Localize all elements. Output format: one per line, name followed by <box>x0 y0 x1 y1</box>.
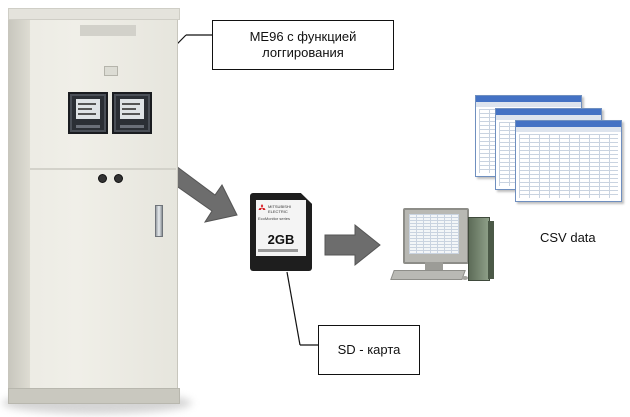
power-meter-left <box>68 92 108 134</box>
cabinet-base <box>8 388 180 404</box>
sd-card-brand-line2: ELECTRIC <box>268 209 288 214</box>
computer-mouse <box>462 276 468 280</box>
cabinet-door-handle <box>155 205 163 237</box>
keyboard <box>390 270 466 280</box>
meter-caption-line1: ME96 с функцией <box>249 29 357 44</box>
computer-tower-side <box>488 221 494 279</box>
computer-screen <box>409 214 459 254</box>
indicator-lamp-right <box>114 174 123 183</box>
sd-card-brand-line1: MITSUBISHI <box>268 204 291 209</box>
electrical-cabinet <box>8 10 178 402</box>
csv-caption: CSV data <box>540 230 596 245</box>
cabinet-small-plate <box>104 66 118 76</box>
cabinet-divider <box>30 168 176 170</box>
power-meter-right <box>112 92 152 134</box>
sd-card-series: EcoMonitor series <box>258 216 291 221</box>
sd-to-computer-arrow <box>324 223 381 267</box>
cabinet-side-panel <box>8 14 30 400</box>
computer-tower <box>468 217 490 281</box>
mitsubishi-logo-icon <box>258 204 266 210</box>
sd-card-capacity: 2GB <box>267 232 295 247</box>
cabinet-top <box>8 8 180 20</box>
meter-caption-line2: логгирования <box>262 45 344 60</box>
sd-card-brand: MITSUBISHI ELECTRIC <box>268 204 306 214</box>
meter-caption-box: ME96 с функцией логгирования <box>212 20 394 70</box>
sd-caption: SD - карта <box>337 342 401 357</box>
sd-callout-line <box>286 271 301 346</box>
spreadsheet-window-3 <box>515 120 622 202</box>
cabinet-nameplate <box>80 25 136 36</box>
sd-caption-box: SD - карта <box>318 325 420 375</box>
monitor-stand <box>425 262 443 270</box>
sd-card-code-line <box>258 249 298 252</box>
indicator-lamp-left <box>98 174 107 183</box>
